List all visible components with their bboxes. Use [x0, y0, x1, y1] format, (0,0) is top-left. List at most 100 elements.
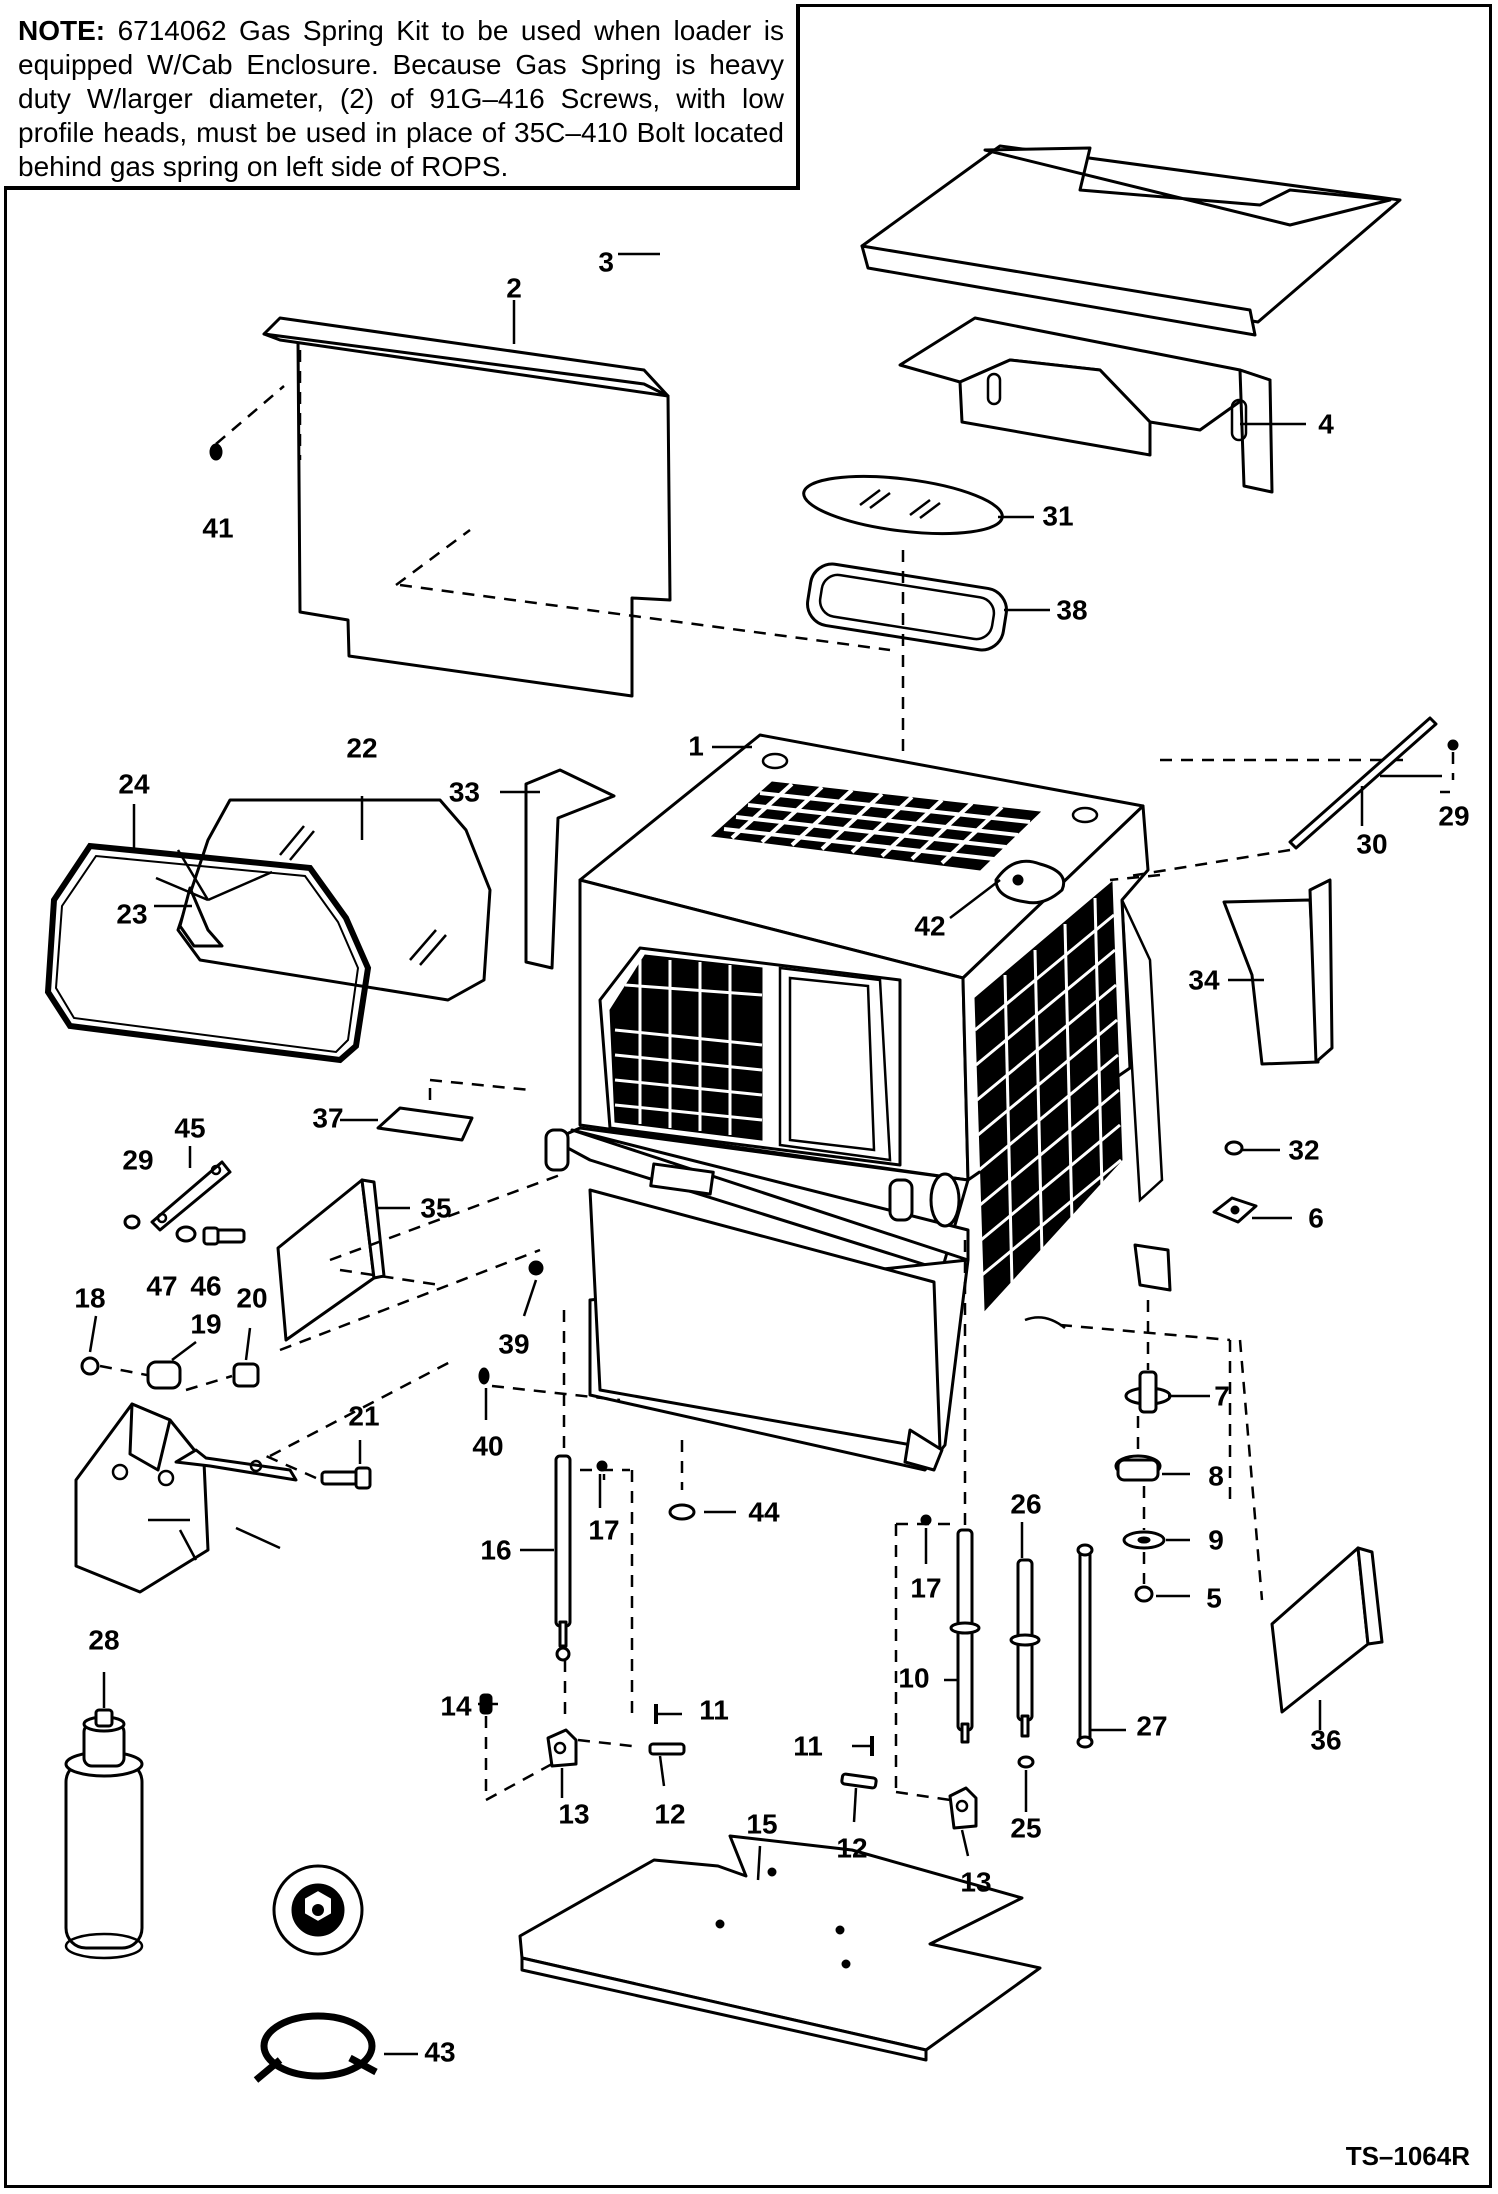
part-26-gas-spring — [1009, 1558, 1041, 1738]
part-20-spacer — [185, 1362, 260, 1392]
part-35-side-pad — [276, 1173, 561, 1352]
callout-47: 47 — [146, 1270, 177, 1301]
callout-11-right: 11 — [793, 1730, 823, 1761]
callout-17-right: 17 — [910, 1572, 941, 1603]
part-4-roof-bracket — [898, 316, 1274, 494]
callout-13-right: 13 — [960, 1866, 991, 1897]
part-39-nut — [528, 1260, 544, 1276]
part-16-gas-spring-left — [554, 1310, 572, 1716]
callout-39: 39 — [498, 1328, 529, 1359]
part-40-screw — [478, 1367, 621, 1402]
part-27-rod — [1076, 1543, 1094, 1749]
part-47-washer — [175, 1225, 197, 1243]
part-7-isolator-stud — [1124, 1300, 1172, 1414]
part-41-screw — [209, 385, 285, 461]
callout-26: 26 — [1010, 1488, 1041, 1519]
part-19-bushing — [146, 1360, 182, 1390]
document-id: TS–1064R — [1345, 2141, 1470, 2171]
callout-37: 37 — [312, 1102, 343, 1133]
callout-46: 46 — [190, 1270, 221, 1301]
callout-19: 19 — [190, 1308, 221, 1339]
part-5-nut — [1134, 1552, 1154, 1603]
callout-13-left: 13 — [558, 1798, 589, 1829]
callout-29-left: 29 — [122, 1144, 153, 1175]
note-text: 6714062 Gas Spring Kit to be used when l… — [18, 15, 784, 182]
part-8-isolator-mount — [1114, 1416, 1162, 1482]
part-18-nut — [80, 1356, 153, 1378]
callout-29-right: 29 — [1438, 800, 1469, 831]
callout-21: 21 — [348, 1400, 379, 1431]
part-3-roof-cover — [860, 144, 1402, 337]
callout-6: 6 — [1308, 1202, 1324, 1233]
callout-23: 23 — [116, 898, 147, 929]
callout-11-left: 11 — [699, 1694, 729, 1725]
part-2-rear-panel — [262, 316, 891, 698]
callout-17-left: 17 — [588, 1514, 619, 1545]
part-12-pin-left — [648, 1742, 686, 1756]
callout-30: 30 — [1356, 828, 1387, 859]
part-13-mount-right — [948, 1786, 978, 1830]
part-14-screw — [479, 1693, 553, 1802]
part-6-plate — [1212, 1196, 1258, 1224]
part-1-rops-cab — [544, 733, 1264, 1601]
callout-36: 36 — [1310, 1724, 1341, 1755]
callout-31: 31 — [1042, 500, 1073, 531]
callout-12-right: 12 — [836, 1832, 867, 1863]
callout-1: 1 — [688, 730, 704, 761]
part-34-corner-trim-right — [1222, 878, 1334, 1066]
note-box: NOTE: 6714062 Gas Spring Kit to be used … — [4, 4, 800, 190]
callout-24: 24 — [118, 768, 150, 799]
hinge-bracket-assembly — [74, 1402, 298, 1594]
callout-3: 3 — [598, 246, 614, 277]
front-screen-mesh — [609, 954, 763, 1141]
part-29-nut-left — [123, 1214, 141, 1230]
callout-25: 25 — [1010, 1812, 1041, 1843]
callout-41: 41 — [202, 512, 233, 543]
callout-28: 28 — [88, 1624, 119, 1655]
callout-45: 45 — [174, 1112, 205, 1143]
part-15-floor-plate — [518, 1834, 1042, 2062]
part-10-gas-spring-right — [949, 1240, 981, 1744]
callout-16: 16 — [480, 1534, 511, 1565]
part-44-grommet — [668, 1440, 696, 1521]
part-17-pin-left — [580, 1460, 634, 1718]
callout-labels: 3 2 4 41 31 38 1 22 24 33 29 30 23 42 34… — [74, 246, 1469, 2067]
part-21-bolt — [265, 1360, 451, 1490]
part-43-plug-and-hose — [253, 1864, 378, 2083]
part-37-pad — [376, 1078, 531, 1142]
callout-2: 2 — [506, 272, 522, 303]
callout-8: 8 — [1208, 1460, 1224, 1491]
part-17-pin-right — [894, 1514, 956, 1802]
callout-34: 34 — [1188, 964, 1220, 995]
callout-14: 14 — [440, 1690, 472, 1721]
callout-22: 22 — [346, 732, 377, 763]
callout-38: 38 — [1056, 594, 1087, 625]
part-12-pin-right — [840, 1772, 878, 1790]
part-38-window-seal — [806, 562, 1008, 652]
callout-44: 44 — [748, 1496, 780, 1527]
callout-15: 15 — [746, 1808, 777, 1839]
part-31-roof-window — [802, 474, 1004, 536]
callout-27: 27 — [1136, 1710, 1167, 1741]
part-45-bracket-plate — [150, 1160, 232, 1232]
leader-lines — [88, 252, 1450, 2056]
roof-vent-grid — [710, 781, 1042, 871]
callout-42: 42 — [914, 910, 945, 941]
callout-43: 43 — [424, 2036, 455, 2067]
callout-7: 7 — [1214, 1380, 1230, 1411]
part-13-mount-left — [546, 1728, 633, 1768]
callout-5: 5 — [1206, 1582, 1222, 1613]
side-screen-mesh — [974, 880, 1123, 1312]
part-46-bolt — [202, 1226, 246, 1246]
part-23-trim-lock — [155, 849, 273, 948]
callout-35: 35 — [420, 1192, 451, 1223]
part-9-washer — [1122, 1486, 1166, 1550]
part-42-clip — [994, 859, 1066, 905]
part-28-adhesive-can — [64, 1708, 144, 1960]
callout-18: 18 — [74, 1282, 105, 1313]
callout-9: 9 — [1208, 1524, 1224, 1555]
part-24-window-seal — [44, 842, 372, 1064]
part-30-trim-strip — [1109, 716, 1438, 882]
